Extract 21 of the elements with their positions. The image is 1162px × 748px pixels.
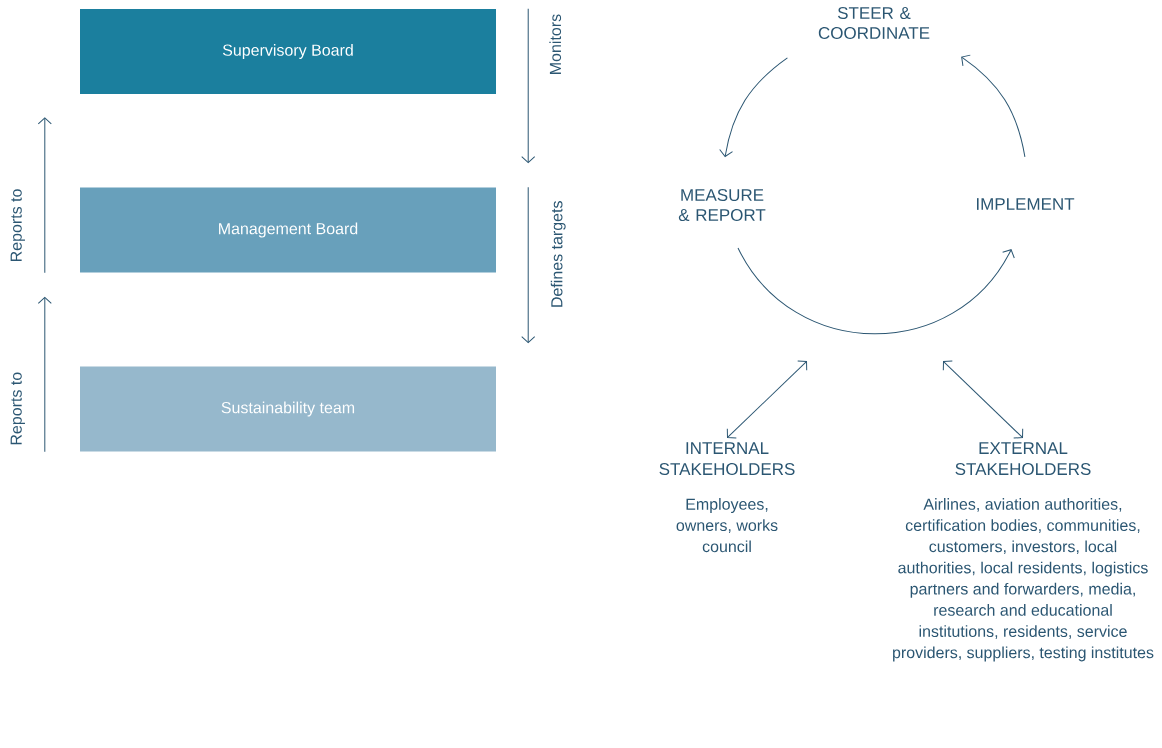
arrow	[37, 296, 52, 453]
stakeholder-group: INTERNAL STAKEHOLDERS Employees, owners, works council	[659, 442, 795, 553]
board-box: Sustainability team	[80, 366, 496, 452]
board-box: Supervisory Board	[80, 9, 496, 94]
stakeholder-group: EXTERNAL STAKEHOLDERS Airlines, aviation authorities, certification bodies, communities, customers, investors, local authorities, local residents, logistics partners and forwarders, media, research and educational institutions, residents, service providers, suppliers, testing institutes	[893, 442, 1154, 662]
arrow	[961, 54, 1026, 158]
arrow	[719, 57, 788, 158]
board-box: Management Board	[80, 187, 496, 273]
arrow	[37, 117, 52, 274]
edge-label: Monitors	[549, 14, 562, 74]
arrow	[726, 360, 808, 439]
arrow	[521, 8, 536, 164]
edge-label: Reports to	[10, 372, 25, 445]
arrow	[942, 360, 1024, 439]
stage-label: IMPLEMENT	[977, 198, 1075, 210]
edge-label: Defines targets	[550, 201, 566, 307]
stage-label: STEER & COORDINATE	[818, 7, 930, 40]
arrow	[737, 247, 1015, 335]
stage-label: MEASURE & REPORT	[678, 189, 766, 222]
arrow	[521, 186, 536, 344]
edge-label: Reports to	[10, 189, 25, 262]
